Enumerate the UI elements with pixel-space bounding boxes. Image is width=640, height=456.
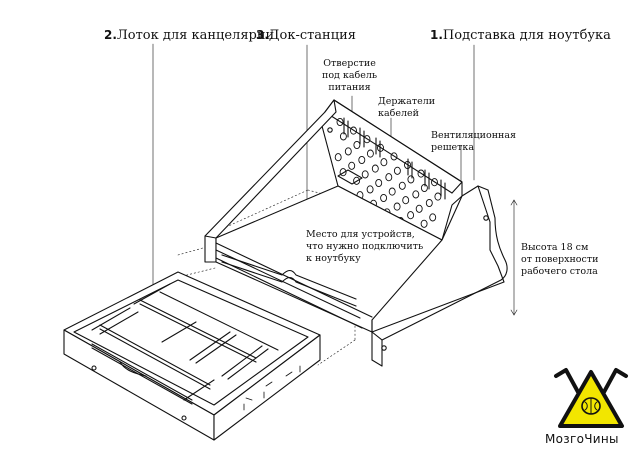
callout-vent-grille: Вентиляционная решетка: [431, 130, 517, 153]
logo-text: МозгоЧины: [545, 432, 619, 446]
vent-hole: [412, 190, 420, 199]
logo: [554, 368, 628, 428]
vent-hole: [402, 196, 410, 205]
vent-hole: [388, 187, 396, 196]
vent-hole: [363, 135, 371, 144]
vent-hole: [390, 152, 398, 161]
vent-hole: [358, 155, 366, 165]
dock-step: [221, 254, 357, 307]
callout-height: Высота 18 см от поверхности рабочего сто…: [521, 242, 599, 277]
vent-hole: [339, 132, 347, 141]
vent-hole: [371, 164, 379, 173]
screw-hole: [381, 345, 387, 351]
vent-hole: [380, 158, 388, 167]
vent-hole: [366, 185, 374, 194]
screw-hole: [91, 365, 97, 371]
vent-hole: [350, 126, 357, 135]
vent-hole: [434, 192, 442, 201]
vent-hole: [420, 183, 428, 193]
vent-hole: [344, 147, 352, 156]
vent-hole: [366, 149, 374, 158]
vent-hole: [348, 161, 356, 170]
vent-hole: [407, 175, 415, 184]
tray-inner: [73, 279, 309, 406]
vent-hole: [404, 160, 411, 170]
screw-hole: [181, 415, 187, 421]
logo-wrench-right: [602, 368, 628, 394]
vent-hole: [420, 219, 428, 228]
vent-hole: [336, 117, 344, 127]
callout-power-hole: Отверстие под кабель питания: [322, 58, 378, 93]
tray-front-right: [213, 334, 321, 441]
vent-hole: [417, 169, 425, 178]
vent-hole: [375, 178, 383, 188]
stationery-tray: [63, 271, 321, 441]
vent-hole: [353, 140, 361, 150]
heading-tray: 2.Лоток для канцелярии: [104, 28, 275, 43]
vent-hole: [415, 204, 423, 213]
vent-hole: [425, 198, 433, 208]
vent-hole: [407, 211, 415, 220]
leader-lines: [152, 43, 518, 331]
screw-hole: [327, 127, 333, 133]
vent-hole: [393, 166, 401, 175]
vent-hole: [361, 170, 369, 179]
vent-hole: [353, 176, 361, 185]
vent-hole: [398, 181, 406, 190]
power-hole: [337, 169, 363, 185]
callout-cable-holders: Держатели кабелей: [378, 96, 436, 119]
vent-hole: [380, 193, 388, 203]
laptop-stand: [204, 99, 508, 367]
heading-stand: 1.Подставка для ноутбука: [430, 28, 611, 43]
left-side-panel: [204, 99, 337, 263]
vent-hole: [377, 143, 384, 152]
vent-hole: [339, 168, 347, 177]
heading-dock: 3.Док-станция: [256, 28, 356, 43]
tray-dividers: [91, 283, 279, 405]
vent-hole: [393, 202, 401, 211]
logo-wrench-left: [554, 368, 580, 394]
callout-device-place: Место для устройств, что нужно подключит…: [306, 229, 424, 264]
vent-hole: [429, 213, 437, 222]
slot-marks: [243, 365, 301, 411]
screw-hole: [483, 215, 489, 221]
vent-hole: [385, 173, 393, 182]
vent-hole: [431, 178, 438, 187]
vent-hole: [334, 153, 342, 162]
